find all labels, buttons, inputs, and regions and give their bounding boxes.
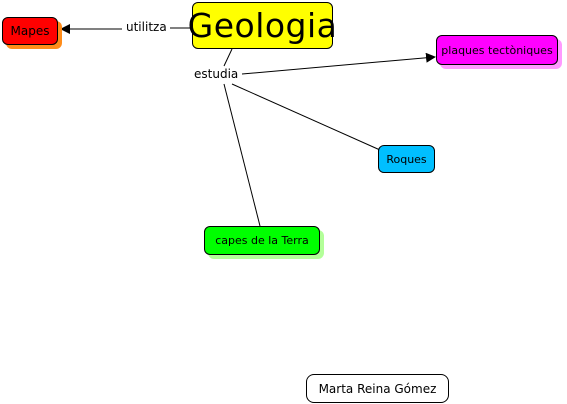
connector-geologia-estudia <box>223 48 233 67</box>
concept-geologia[interactable]: Geologia <box>188 2 337 49</box>
arrow-estudia-plaques <box>241 52 436 75</box>
concept-geologia-label: Geologia <box>187 6 338 45</box>
concept-plaques-tectoniques[interactable]: plaques tectòniques <box>436 35 558 65</box>
link-label-estudia: estudia <box>192 67 241 81</box>
connector-estudia-roques <box>231 83 381 151</box>
concept-capes-label: capes de la Terra <box>215 234 309 247</box>
link-label-utilitza: utilitza <box>124 20 169 34</box>
concept-capes-de-la-terra[interactable]: capes de la Terra <box>204 226 320 255</box>
concept-roques[interactable]: Roques <box>378 145 435 173</box>
connector-estudia-capes <box>223 83 261 227</box>
author-name: Marta Reina Gómez <box>318 381 437 396</box>
concept-roques-label: Roques <box>386 152 427 166</box>
concept-plaques-label: plaques tectòniques <box>441 43 553 57</box>
concept-mapes[interactable]: Mapes <box>2 17 58 45</box>
author-box[interactable]: Marta Reina Gómez <box>306 374 449 403</box>
concept-mapes-label: Mapes <box>10 24 50 38</box>
